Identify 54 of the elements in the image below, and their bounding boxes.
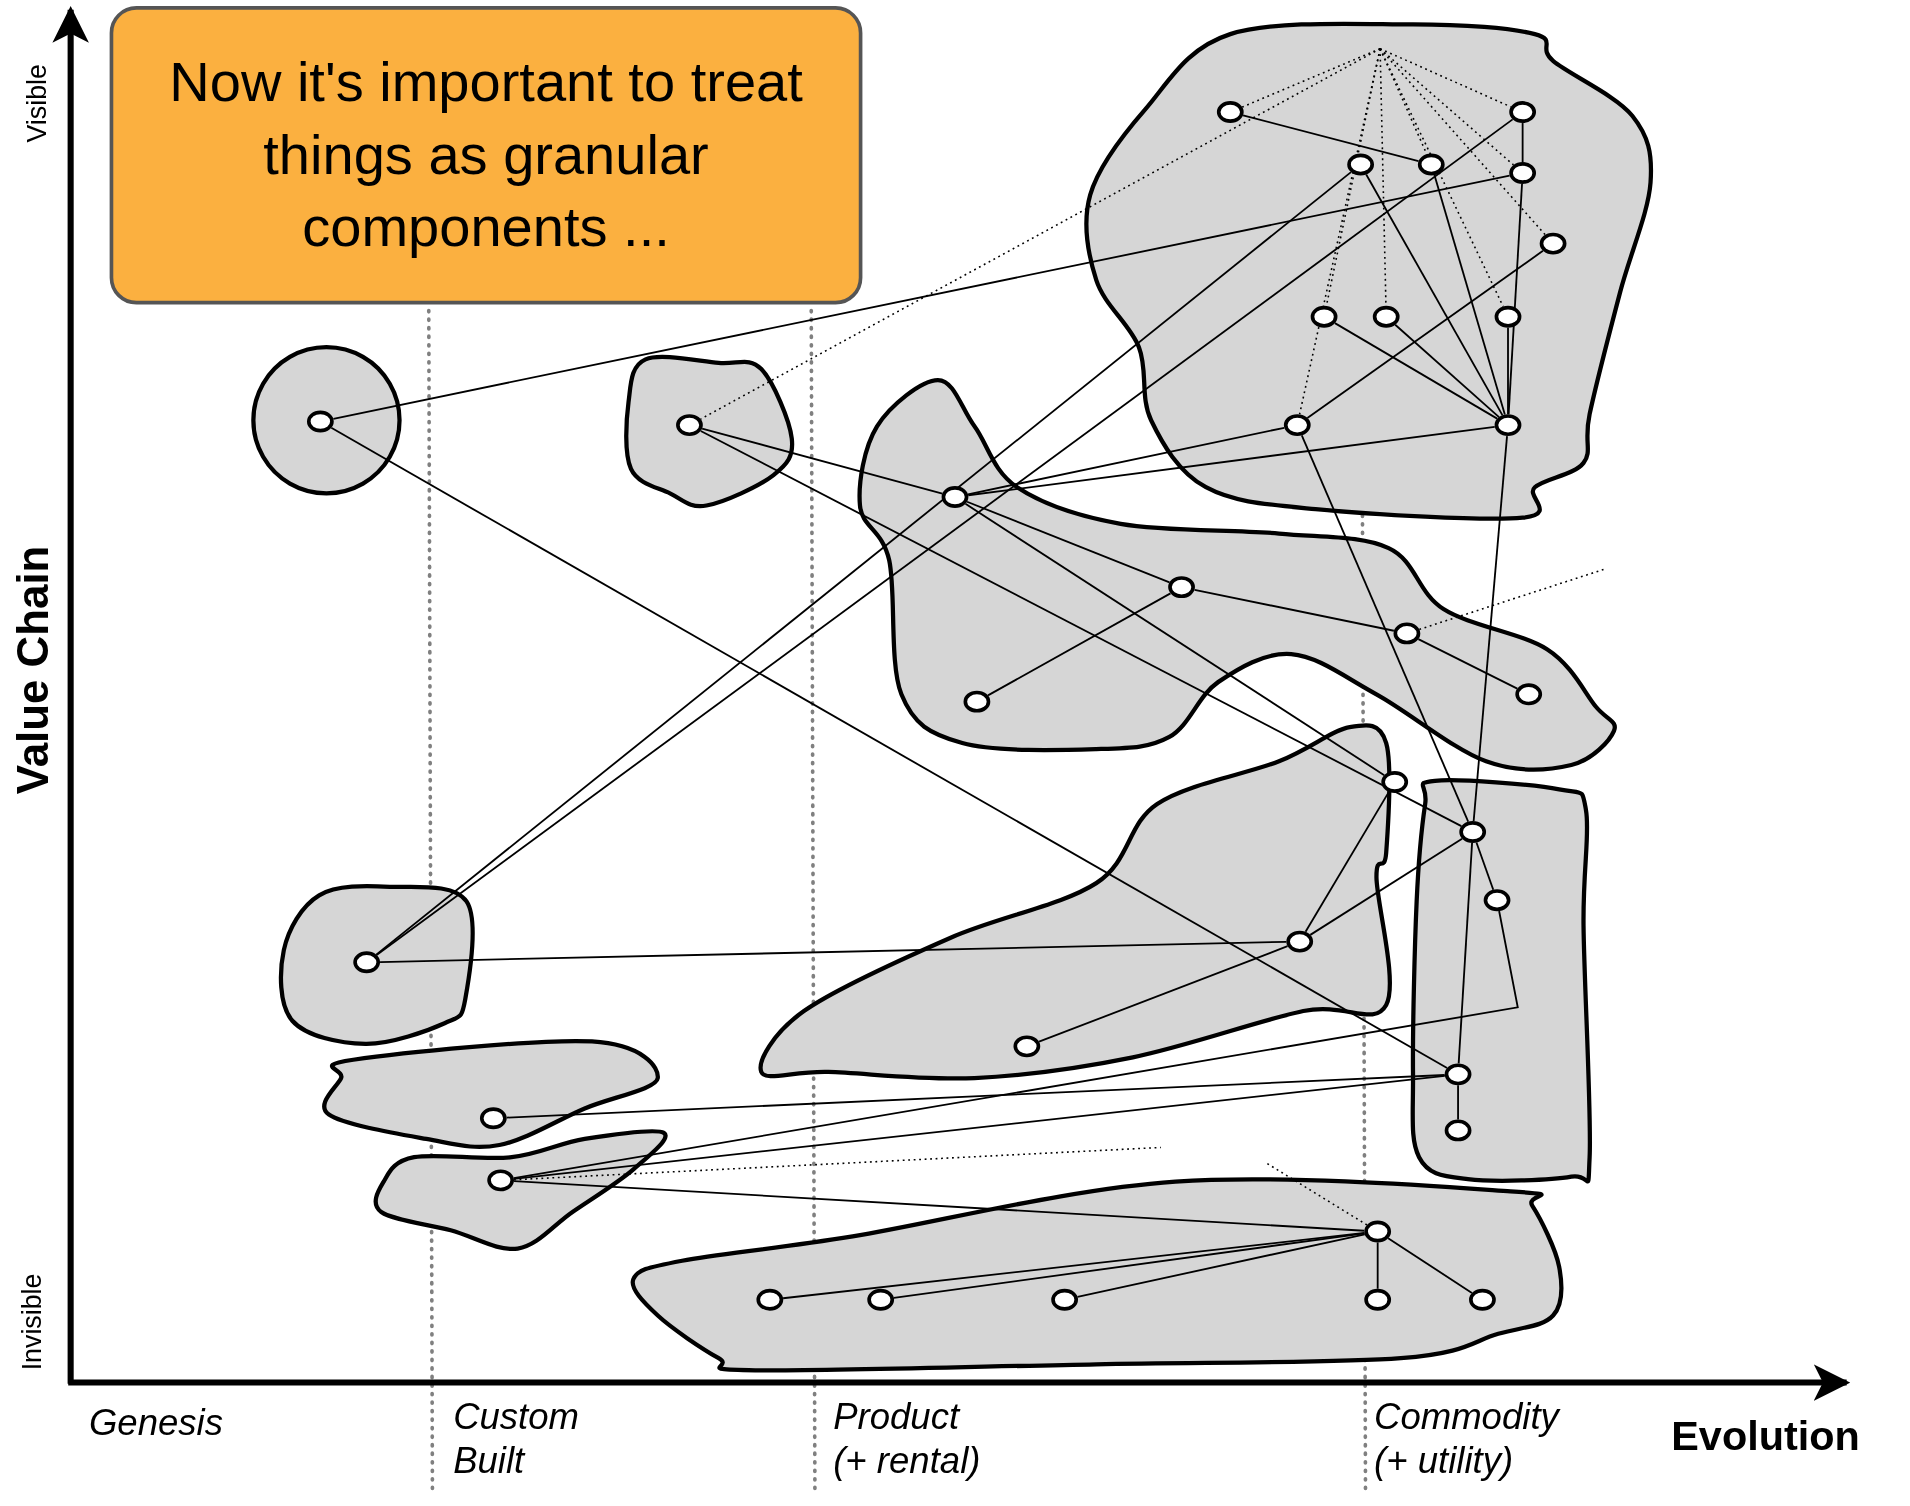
connector-line	[1472, 435, 1508, 822]
axis-end-label: Visible	[21, 63, 54, 145]
connector-line	[1457, 1084, 1459, 1121]
connector-line	[375, 118, 1514, 956]
connector-line	[1365, 173, 1504, 417]
connector-line	[1417, 638, 1519, 690]
connector-line	[1507, 183, 1523, 416]
connector-line	[1300, 434, 1470, 823]
connector-line	[513, 1074, 1446, 1180]
connector-line	[1304, 790, 1390, 933]
connector-line	[1306, 249, 1544, 419]
dotted-line	[513, 1146, 1162, 1181]
axis-title: Value Chain	[6, 544, 55, 797]
connector-line	[782, 1232, 1366, 1300]
connector-line	[512, 910, 1519, 1180]
connector-line	[967, 425, 1496, 497]
connector-line	[1387, 1237, 1473, 1294]
dotted-line	[1266, 1162, 1368, 1226]
component-circle	[1381, 771, 1409, 793]
connector-line	[330, 426, 1448, 1069]
connector-line	[701, 427, 944, 495]
connector-line	[1376, 1241, 1379, 1290]
connector-line	[332, 174, 1511, 420]
axis-end-label: Invisible	[17, 1272, 49, 1373]
connector-line	[892, 1232, 1366, 1299]
stage-label: Product (+ rental)	[833, 1394, 982, 1482]
connector-line	[1521, 122, 1524, 163]
connector-line	[967, 426, 1286, 496]
connector-line	[1038, 945, 1289, 1043]
connector-line	[1076, 1233, 1366, 1298]
connector-line	[1433, 174, 1506, 416]
connector-line	[1193, 588, 1395, 632]
connector-line	[699, 430, 1463, 828]
connector-line	[964, 502, 1386, 777]
connector-line	[505, 1074, 1446, 1119]
connector-line	[1309, 837, 1463, 936]
connector-line	[987, 592, 1172, 697]
connector-line	[1394, 323, 1500, 418]
dotted-line	[1418, 568, 1607, 631]
connector-line	[375, 171, 1352, 956]
connector-line	[1334, 322, 1499, 420]
connector-line	[966, 500, 1171, 584]
dotted-line	[1379, 47, 1546, 236]
axis-title: Evolution	[1671, 1410, 1861, 1461]
connector-line	[513, 1180, 1366, 1232]
stage-label: Genesis	[88, 1401, 224, 1445]
connector-line	[379, 940, 1288, 963]
callout-box: Now it's important to treat things as granular components ...	[109, 6, 863, 305]
connector-line	[1457, 842, 1473, 1065]
stage-label: Custom Built	[453, 1394, 581, 1482]
connector-line	[1475, 841, 1495, 891]
stage-label: Commodity (+ utility)	[1374, 1394, 1562, 1482]
connector-line	[1507, 326, 1509, 416]
connector-line	[1242, 114, 1420, 163]
